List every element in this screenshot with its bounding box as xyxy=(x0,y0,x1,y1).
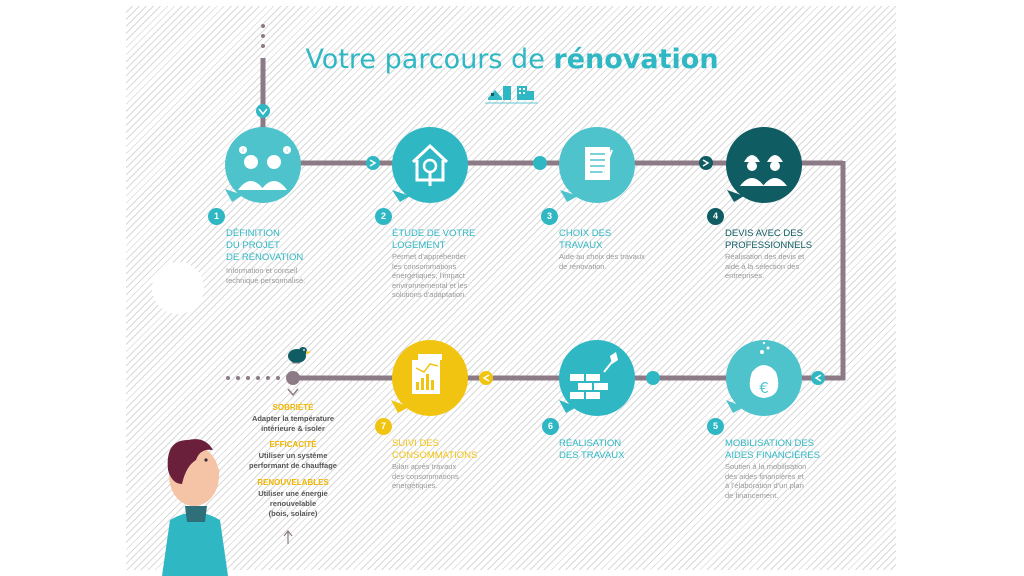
step-2-number: 2 xyxy=(375,208,392,225)
step-1-number: 1 xyxy=(208,208,225,225)
svg-text:€: € xyxy=(759,379,769,397)
end-dots xyxy=(226,376,280,380)
step-3-icon-bubble xyxy=(559,127,635,203)
decorative-circle xyxy=(152,262,204,314)
tip-renewables-heading: RENOUVELABLES xyxy=(257,478,329,487)
step-2-icon-bubble xyxy=(392,127,468,203)
arrow-left-icon xyxy=(479,371,493,385)
step-4-icon-bubble xyxy=(726,127,802,203)
arrow-up-icon xyxy=(283,530,293,544)
workers-helmet-icon xyxy=(740,155,787,186)
arrow-right-icon xyxy=(366,156,380,170)
character-illustration xyxy=(162,439,228,576)
step-7-number: 7 xyxy=(375,418,392,435)
bird-icon xyxy=(288,347,311,364)
step-7-icon-bubble xyxy=(391,340,468,416)
step-6-number: 6 xyxy=(542,418,559,435)
arrow-left-icon xyxy=(811,371,825,385)
couple-info-icon xyxy=(238,146,291,190)
tip-sobriety-heading: SOBRIÉTÉ xyxy=(272,403,314,412)
step-3-number: 3 xyxy=(541,208,558,225)
svg-text:i: i xyxy=(286,148,287,154)
arrow-right-icon xyxy=(699,156,713,170)
energy-chart-icon xyxy=(412,354,442,394)
step-1-icon-bubble: i i xyxy=(225,127,301,203)
house-magnifier-icon xyxy=(411,143,449,186)
euro-money-bag-icon: € xyxy=(749,341,779,398)
tip-efficiency-heading: EFFICACITÉ xyxy=(269,440,317,449)
path-node xyxy=(646,371,660,385)
checklist-clipboard-icon xyxy=(585,147,613,180)
step-5-icon-bubble: € xyxy=(726,340,802,416)
page-title: Votre parcours de rénovation xyxy=(305,44,719,75)
svg-text:i: i xyxy=(242,148,243,154)
step-4-number: 4 xyxy=(707,208,724,225)
arrow-down-icon xyxy=(256,104,270,118)
houses-icon xyxy=(485,86,538,104)
brick-wall-trowel-icon xyxy=(570,352,618,399)
start-dots xyxy=(261,24,265,48)
step-5-number: 5 xyxy=(707,418,724,435)
path-node xyxy=(533,156,547,170)
path-end-node xyxy=(286,371,300,385)
arrow-down-icon xyxy=(287,388,299,397)
step-6-icon-bubble xyxy=(559,340,635,416)
